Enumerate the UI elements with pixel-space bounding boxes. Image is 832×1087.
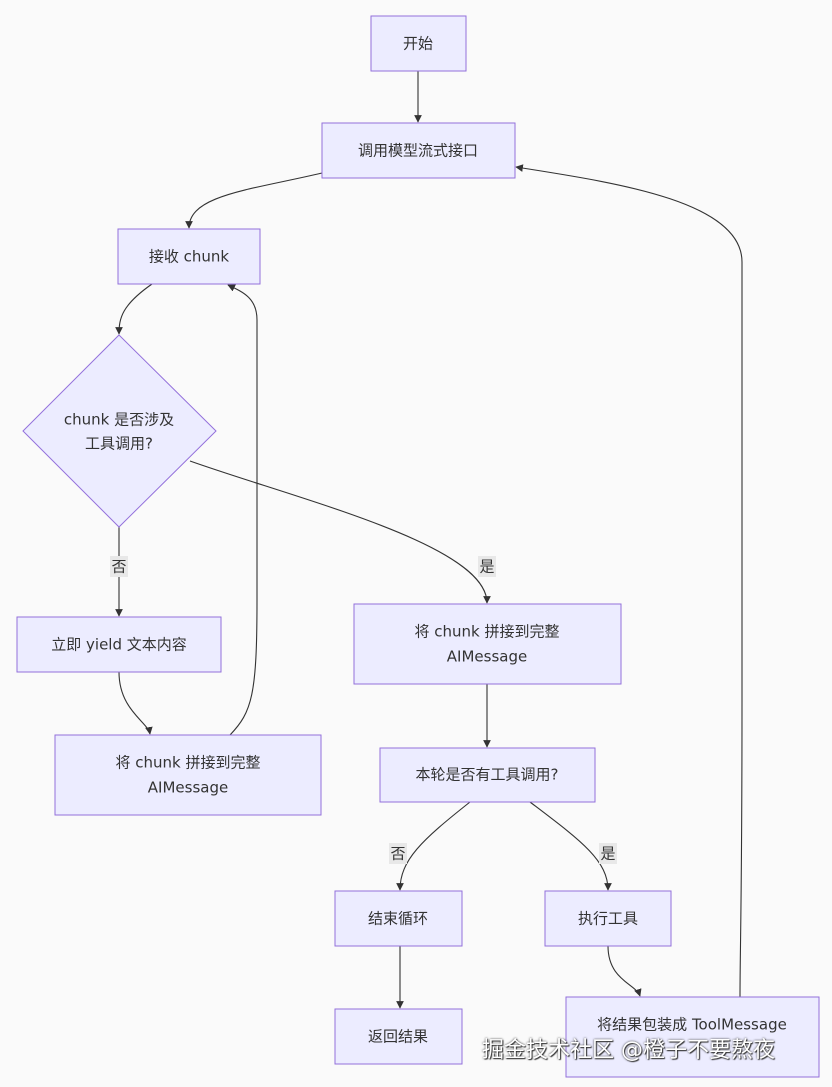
svg-text:AIMessage: AIMessage bbox=[148, 779, 228, 797]
edge-label-yes: 是 bbox=[479, 558, 494, 576]
edge-decision-concat-right bbox=[189, 460, 491, 604]
node-concat-right: 将 chunk 拼接到完整 AIMessage bbox=[353, 603, 622, 685]
edge-label-yes: 是 bbox=[600, 845, 615, 863]
edge-wrap-call bbox=[515, 164, 743, 998]
edge-exec-wrap bbox=[607, 945, 642, 997]
svg-text:chunk 是否涉及: chunk 是否涉及 bbox=[64, 411, 174, 429]
node-concat-left: 将 chunk 拼接到完整 AIMessage bbox=[54, 734, 322, 816]
node-execute-tool: 执行工具 bbox=[544, 890, 672, 947]
node-receive-chunk: 接收 chunk bbox=[117, 228, 261, 285]
svg-text:开始: 开始 bbox=[403, 35, 433, 53]
svg-text:结束循环: 结束循环 bbox=[368, 910, 428, 928]
svg-text:将 chunk 拼接到完整: 将 chunk 拼接到完整 bbox=[116, 754, 261, 772]
watermark: 掘金技术社区 @橙子不要熬夜 bbox=[482, 1038, 775, 1063]
svg-text:将 chunk 拼接到完整: 将 chunk 拼接到完整 bbox=[415, 623, 560, 641]
node-decision-tool-chunk: chunk 是否涉及 工具调用? bbox=[22, 334, 217, 528]
svg-text:立即 yield 文本内容: 立即 yield 文本内容 bbox=[51, 636, 187, 654]
edge-round-exec bbox=[529, 801, 612, 891]
svg-text:调用模型流式接口: 调用模型流式接口 bbox=[358, 142, 478, 160]
edge-yield-concat bbox=[118, 671, 153, 735]
edge-receive-decision bbox=[115, 283, 153, 335]
svg-text:返回结果: 返回结果 bbox=[368, 1028, 428, 1046]
edge-label-no: 否 bbox=[111, 558, 126, 576]
svg-text:本轮是否有工具调用?: 本轮是否有工具调用? bbox=[416, 766, 559, 784]
node-wrap-result: 将结果包装成 ToolMessage bbox=[565, 996, 820, 1078]
node-return-result: 返回结果 bbox=[334, 1008, 463, 1065]
edge-call-receive bbox=[185, 172, 323, 229]
edge-round-end bbox=[396, 801, 471, 891]
svg-text:AIMessage: AIMessage bbox=[447, 648, 527, 666]
edge-concat-receive bbox=[227, 284, 258, 736]
node-yield-text: 立即 yield 文本内容 bbox=[16, 616, 222, 673]
node-start: 开始 bbox=[370, 15, 467, 72]
svg-text:执行工具: 执行工具 bbox=[578, 910, 638, 928]
edge-label-no: 否 bbox=[390, 845, 405, 863]
svg-text:工具调用?: 工具调用? bbox=[85, 435, 153, 453]
node-end-loop: 结束循环 bbox=[334, 890, 463, 947]
node-call-model: 调用模型流式接口 bbox=[321, 122, 516, 179]
svg-text:将结果包装成 ToolMessage: 将结果包装成 ToolMessage bbox=[597, 1016, 787, 1034]
svg-text:接收 chunk: 接收 chunk bbox=[149, 248, 230, 266]
node-has-tool-calls: 本轮是否有工具调用? bbox=[379, 747, 596, 803]
